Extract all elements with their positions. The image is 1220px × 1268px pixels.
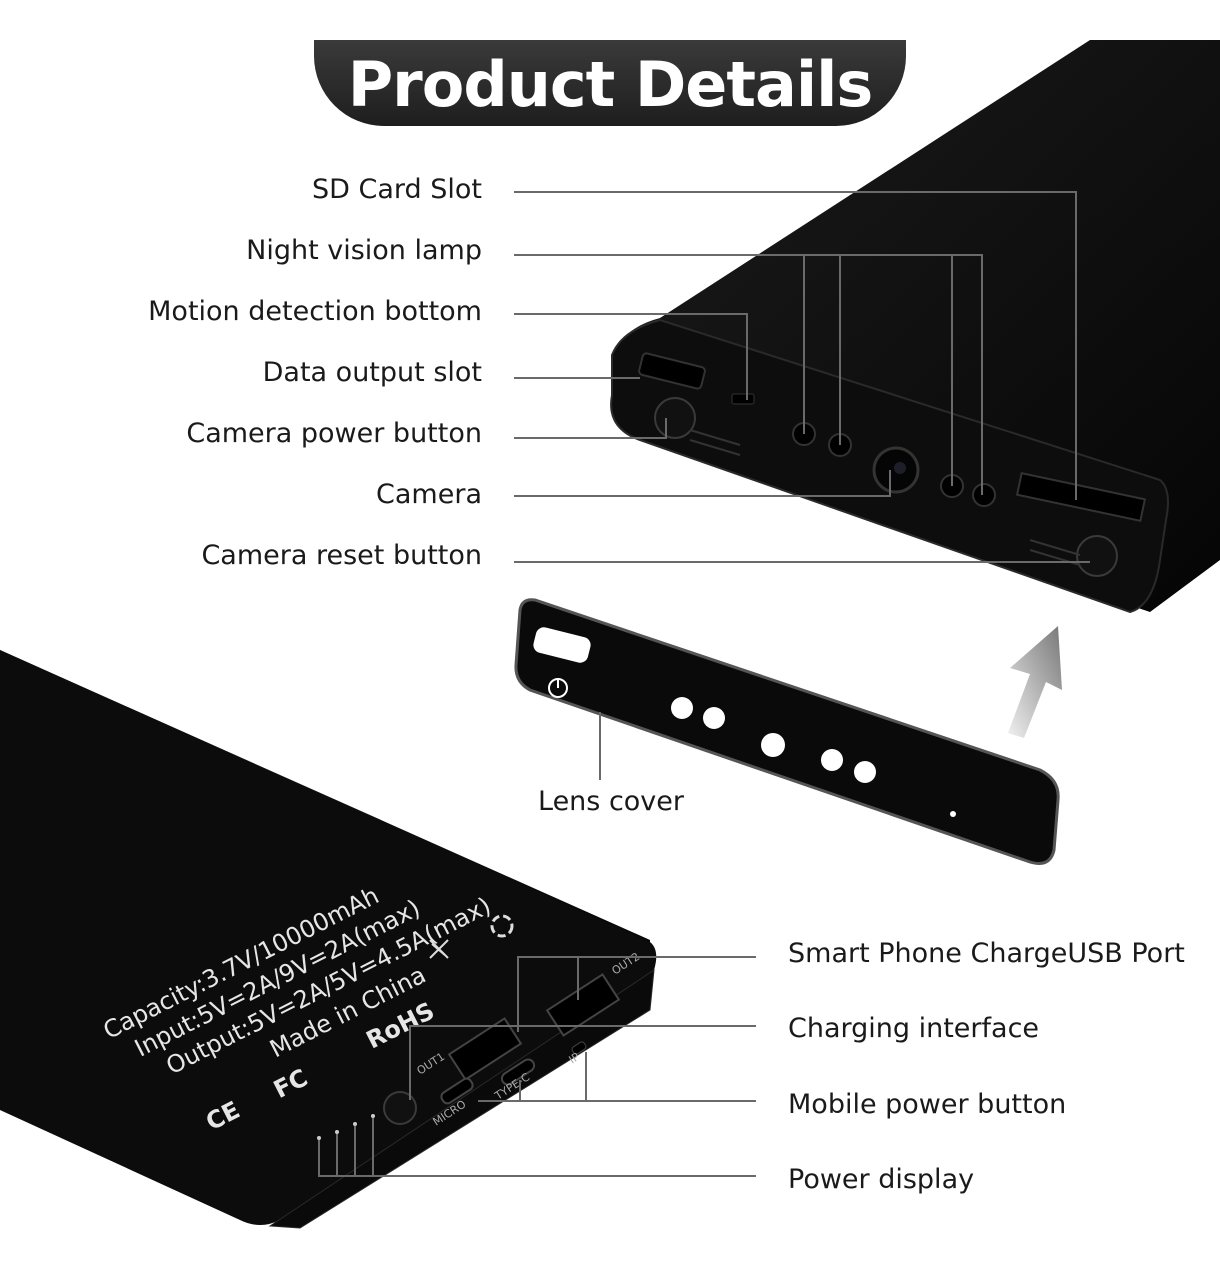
power-display-led [371, 1114, 375, 1118]
lens-cover [514, 598, 1060, 865]
label-camera-power-button: Camera power button [186, 418, 482, 449]
label-power-display: Power display [788, 1164, 975, 1195]
motion-detection-sensor [731, 393, 755, 405]
label-sd-card-slot: SD Card Slot [311, 174, 482, 205]
label-motion-detection: Motion detection bottom [148, 296, 482, 327]
power-display-led [317, 1136, 321, 1140]
label-night-vision-lamp: Night vision lamp [246, 235, 482, 266]
power-bank-device: Capacity:3.7V/10000mAh Input:5V=2A/9V=2A… [0, 650, 657, 1229]
data-output-slot [638, 352, 706, 390]
label-charging-interface: Charging interface [788, 1013, 1040, 1044]
power-display-led [335, 1130, 339, 1134]
label-smart-phone-usb-port: Smart Phone ChargeUSB Port [788, 938, 1185, 969]
up-arrow-icon [1008, 626, 1062, 738]
label-camera-reset-button: Camera reset button [201, 540, 482, 571]
camera-reset-button [1076, 535, 1118, 577]
weee-bin-icon [429, 939, 449, 959]
label-lens-cover: Lens cover [538, 786, 684, 817]
power-display-led [353, 1122, 357, 1126]
camera-power-button [654, 397, 696, 439]
title-banner: Product Details [314, 40, 906, 126]
mobile-power-button [383, 1091, 417, 1125]
sd-card-slot [1015, 471, 1147, 523]
night-vision-lamp [972, 483, 996, 507]
ip-port [571, 1041, 587, 1055]
recycle-icon [490, 914, 514, 938]
usb-port-out2 [545, 973, 621, 1037]
camera-device-top [610, 40, 1220, 614]
page-title: Product Details [347, 48, 874, 121]
label-mobile-power-button: Mobile power button [788, 1089, 1067, 1120]
usb-port-out1 [447, 1017, 523, 1081]
leader-lines [318, 191, 1090, 1177]
type-c-port [500, 1058, 536, 1086]
label-data-output-slot: Data output slot [262, 357, 482, 388]
label-camera: Camera [376, 479, 482, 510]
micro-port [440, 1077, 474, 1105]
